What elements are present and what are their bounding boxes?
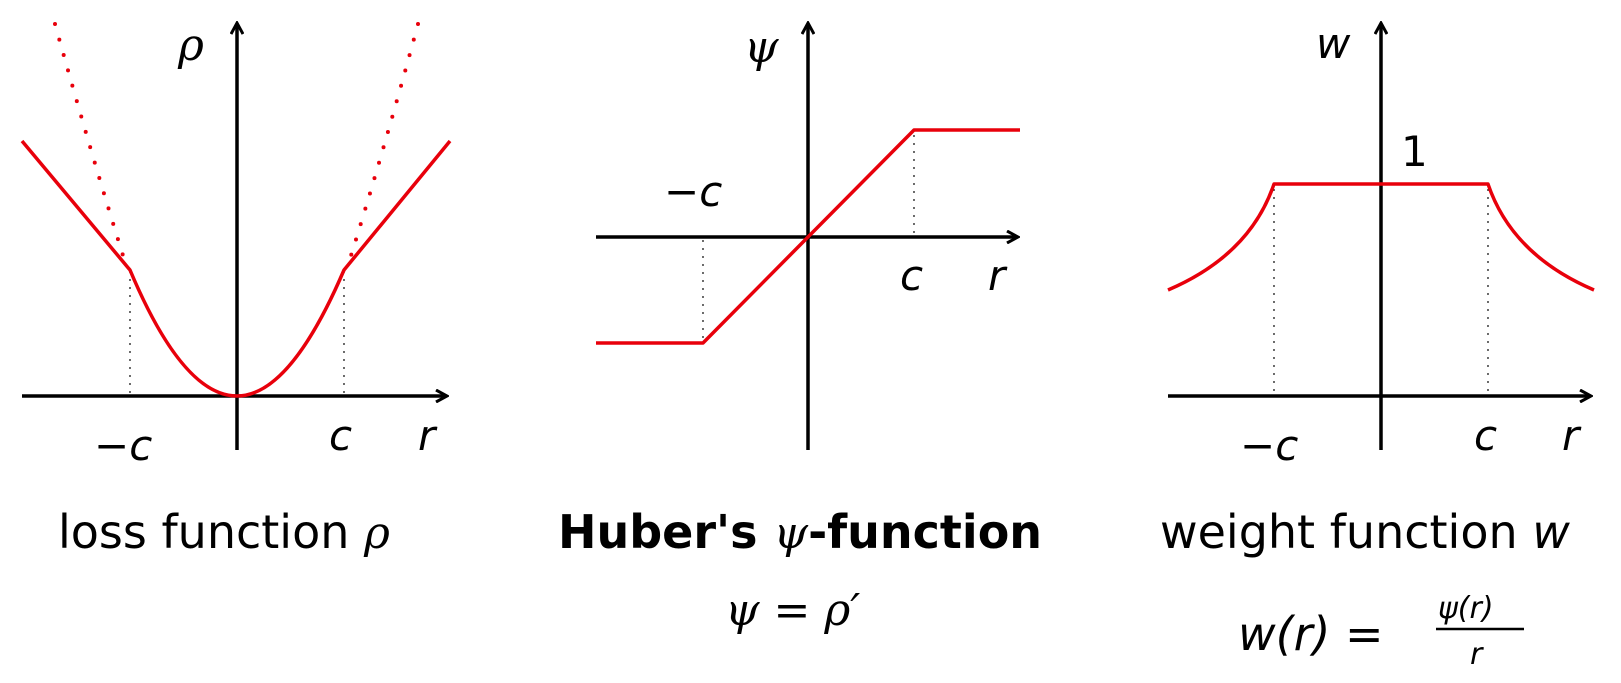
w-caption-symbol: w bbox=[1532, 505, 1570, 559]
rho-tick-neg-c: −c bbox=[94, 421, 152, 470]
w-caption: weight function w bbox=[1160, 505, 1570, 559]
psi-x-label: r bbox=[988, 251, 1008, 300]
rho-quadratic-extension-left bbox=[53, 22, 127, 264]
rho-tick-pos-c: c bbox=[329, 411, 352, 460]
psi-tick-neg-c: −c bbox=[664, 167, 722, 216]
psi-caption: Huber's ψ-function bbox=[558, 505, 1042, 559]
psi-formula: ψ = ρ′ bbox=[725, 585, 860, 636]
w-tick-one: 1 bbox=[1401, 127, 1428, 176]
w-x-label: r bbox=[1562, 411, 1582, 460]
psi-panel: ψ r −c c Huber's ψ-function ψ = ρ′ bbox=[558, 22, 1042, 636]
rho-x-label: r bbox=[418, 411, 438, 460]
psi-caption-part-a: Huber's bbox=[558, 505, 774, 559]
w-formula-denominator: r bbox=[1470, 637, 1484, 672]
w-tick-pos-c: c bbox=[1474, 411, 1497, 460]
rho-quadratic-extension-right bbox=[347, 22, 420, 264]
w-formula-numerator: ψ(r) bbox=[1438, 591, 1494, 626]
rho-panel: ρ r −c c loss function ρ bbox=[20, 20, 452, 559]
rho-caption-symbol: ρ bbox=[363, 508, 390, 559]
psi-huber-curve bbox=[596, 128, 1020, 345]
rho-y-label: ρ bbox=[177, 20, 204, 71]
psi-y-label: ψ bbox=[744, 22, 779, 73]
psi-caption-symbol: ψ bbox=[774, 508, 809, 559]
rho-caption-text: loss function bbox=[58, 505, 364, 559]
w-y-label: w bbox=[1316, 19, 1351, 68]
w-formula-lhs: w(r) = bbox=[1238, 607, 1384, 661]
w-weight-curve bbox=[1167, 182, 1595, 292]
psi-caption-part-b: -function bbox=[808, 505, 1042, 559]
w-caption-text: weight function bbox=[1160, 505, 1532, 559]
w-panel: w r 1 −c c weight function w w(r) = ψ(r)… bbox=[1160, 19, 1595, 672]
w-tick-neg-c: −c bbox=[1240, 421, 1298, 470]
psi-tick-pos-c: c bbox=[900, 251, 923, 300]
rho-caption: loss function ρ bbox=[58, 505, 390, 559]
rho-huber-curve bbox=[20, 139, 452, 398]
